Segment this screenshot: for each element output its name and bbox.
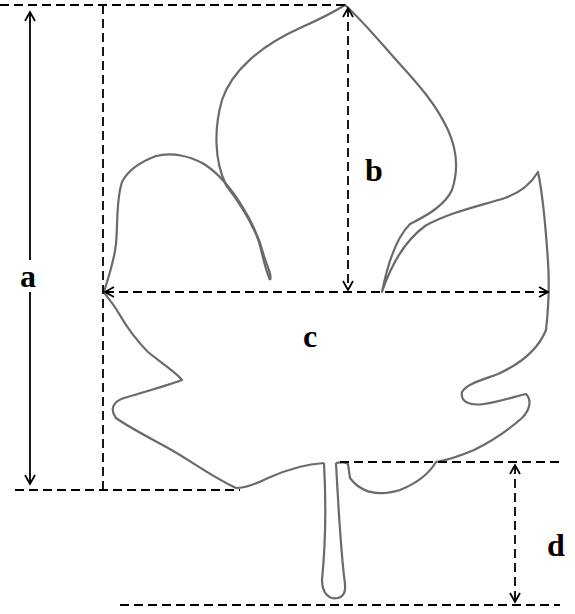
reference-line [15,489,240,491]
leaf-outline [104,154,324,488]
dimension-arrow [29,12,31,484]
reference-line [0,4,345,6]
reference-line [120,604,560,606]
dimension-label: a [18,260,38,292]
dimension-label: b [363,154,385,186]
leaf-petiole [322,463,345,598]
reference-line [102,5,104,490]
dimension-arrow [514,465,516,602]
dimension-label: d [545,529,567,561]
dimension-label: c [301,320,319,352]
dimension-arrow [347,8,349,290]
dimension-arrow [105,291,548,293]
reference-line [340,461,560,463]
leaf-outline [216,5,548,493]
